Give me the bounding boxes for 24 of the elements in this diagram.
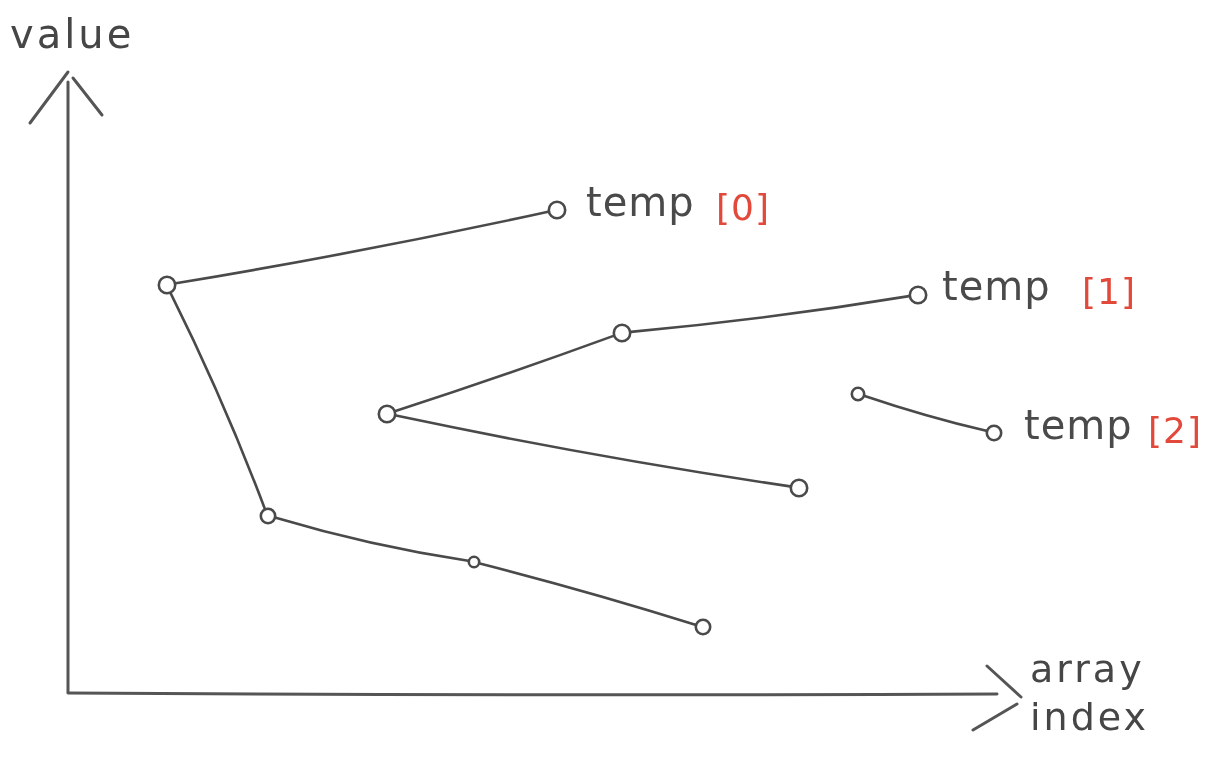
point-marker <box>376 403 398 425</box>
index-label: [0] <box>716 190 770 226</box>
point-marker <box>984 423 1004 443</box>
connector-line <box>478 562 697 627</box>
connector-line <box>863 394 988 433</box>
connector-line <box>274 516 470 562</box>
point-marker <box>258 506 278 526</box>
axis-label: value <box>10 14 135 54</box>
point-marker <box>849 385 867 403</box>
index-label: [2] <box>1148 413 1202 449</box>
index-label: [1] <box>1082 274 1136 310</box>
connector-line <box>629 294 911 334</box>
connector-line <box>394 334 615 413</box>
connector-line <box>174 210 550 285</box>
point-marker <box>156 274 178 296</box>
point-marker <box>466 554 482 570</box>
point-marker <box>611 322 633 344</box>
point-marker <box>907 284 929 306</box>
point-marker <box>693 617 713 637</box>
point-marker <box>788 477 810 499</box>
connector-line <box>394 414 792 488</box>
point-marker <box>546 199 568 221</box>
axis-label: array index <box>1030 646 1150 741</box>
connector-line <box>169 291 267 510</box>
